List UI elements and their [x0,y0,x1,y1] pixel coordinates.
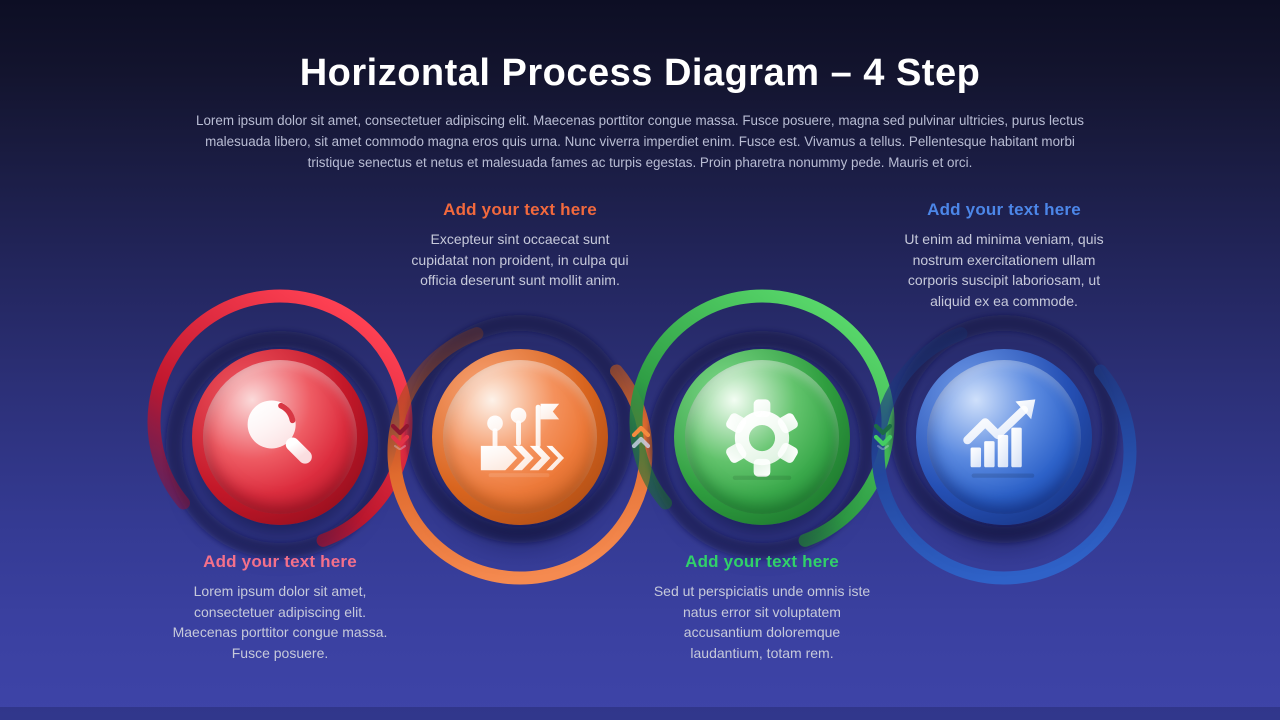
magnifier-search-icon [247,400,312,464]
step-circle-2 [370,287,670,587]
step-3-body: Sed ut perspiciatis unde omnis iste natu… [653,583,871,661]
step-4-text-block: Add your text here Ut enim ad minima ven… [888,200,1120,311]
chevron-down-icon [873,424,893,450]
step-2-body: Excepteur sint occaecat sunt cupidatat n… [411,231,629,288]
page-title: Horizontal Process Diagram – 4 Step [299,52,981,94]
step-circle-4 [854,287,1154,587]
step-1-body: Lorem ipsum dolor sit amet, consectetuer… [172,583,388,661]
slide-subtitle: Lorem ipsum dolor sit amet, consectetuer… [196,113,1084,170]
step-4-button [916,349,1092,525]
step-1-button [192,349,368,525]
step-4-heading: Add your text here [927,200,1081,219]
step-circle-3 [612,287,912,587]
chevron-up-icon [631,425,651,449]
step-3-button [674,349,850,525]
step-1-heading: Add your text here [203,552,357,571]
growth-chart-icon [963,399,1036,478]
step-3-text-block: Add your text here Sed ut perspiciatis u… [646,552,878,663]
step-circle-1 [130,287,430,587]
footer-strip [0,707,1280,720]
step-2-button [432,349,608,525]
gear-icon [726,399,798,480]
step-1-text-block: Add your text here Lorem ipsum dolor sit… [164,552,396,663]
step-2-text-block: Add your text here Excepteur sint occaec… [404,200,636,291]
step-2-heading: Add your text here [443,200,597,219]
step-4-ring-arc [871,315,1137,585]
chevron-down-icon [390,424,410,450]
milestone-flag-icon [480,403,565,478]
step-4-body: Ut enim ad minima veniam, quis nostrum e… [904,231,1104,309]
step-3-heading: Add your text here [685,552,839,571]
